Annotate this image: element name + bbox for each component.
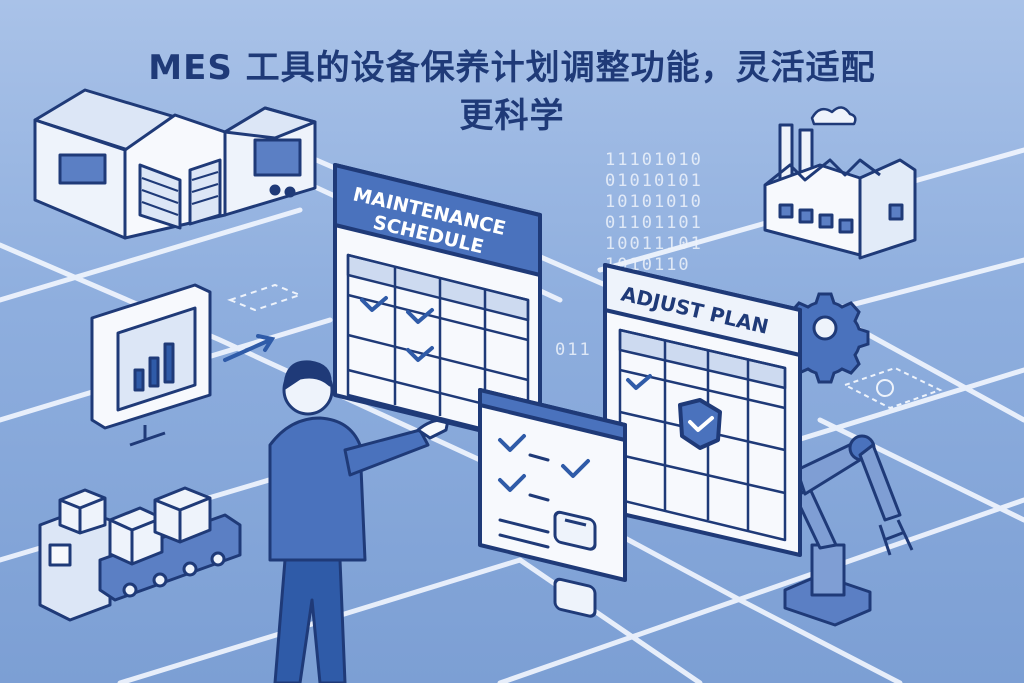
binary-row: 11101010 bbox=[605, 150, 703, 170]
conveyor-with-boxes bbox=[38, 486, 242, 622]
shield-check-icon bbox=[678, 398, 722, 450]
binary-row: 10011101 bbox=[605, 234, 703, 254]
monitor-with-chart bbox=[90, 283, 212, 447]
check-icon bbox=[626, 374, 652, 390]
checkbox-minus bbox=[553, 510, 597, 551]
binary-small: 011 bbox=[555, 340, 592, 360]
checkbox-checked bbox=[553, 577, 597, 618]
warehouse-building bbox=[33, 88, 317, 240]
check-icon bbox=[561, 459, 590, 478]
binary-row: 01010101 bbox=[605, 171, 703, 191]
page-title-line2: 更科学 bbox=[459, 96, 565, 136]
person-figure bbox=[268, 360, 450, 683]
factory-building bbox=[763, 106, 917, 260]
check-icon bbox=[360, 296, 434, 362]
binary-row: 10101010 bbox=[605, 192, 703, 212]
binary-row: 01101101 bbox=[605, 213, 703, 233]
floor-gear-decal bbox=[842, 366, 943, 410]
binary-stream: 11101010 01010101 10101010 01101101 1001… bbox=[605, 150, 703, 276]
arrow-right-icon bbox=[223, 334, 276, 362]
check-icon bbox=[498, 434, 526, 492]
page-title-line1: MES 工具的设备保养计划调整功能，灵活适配 bbox=[148, 48, 876, 88]
